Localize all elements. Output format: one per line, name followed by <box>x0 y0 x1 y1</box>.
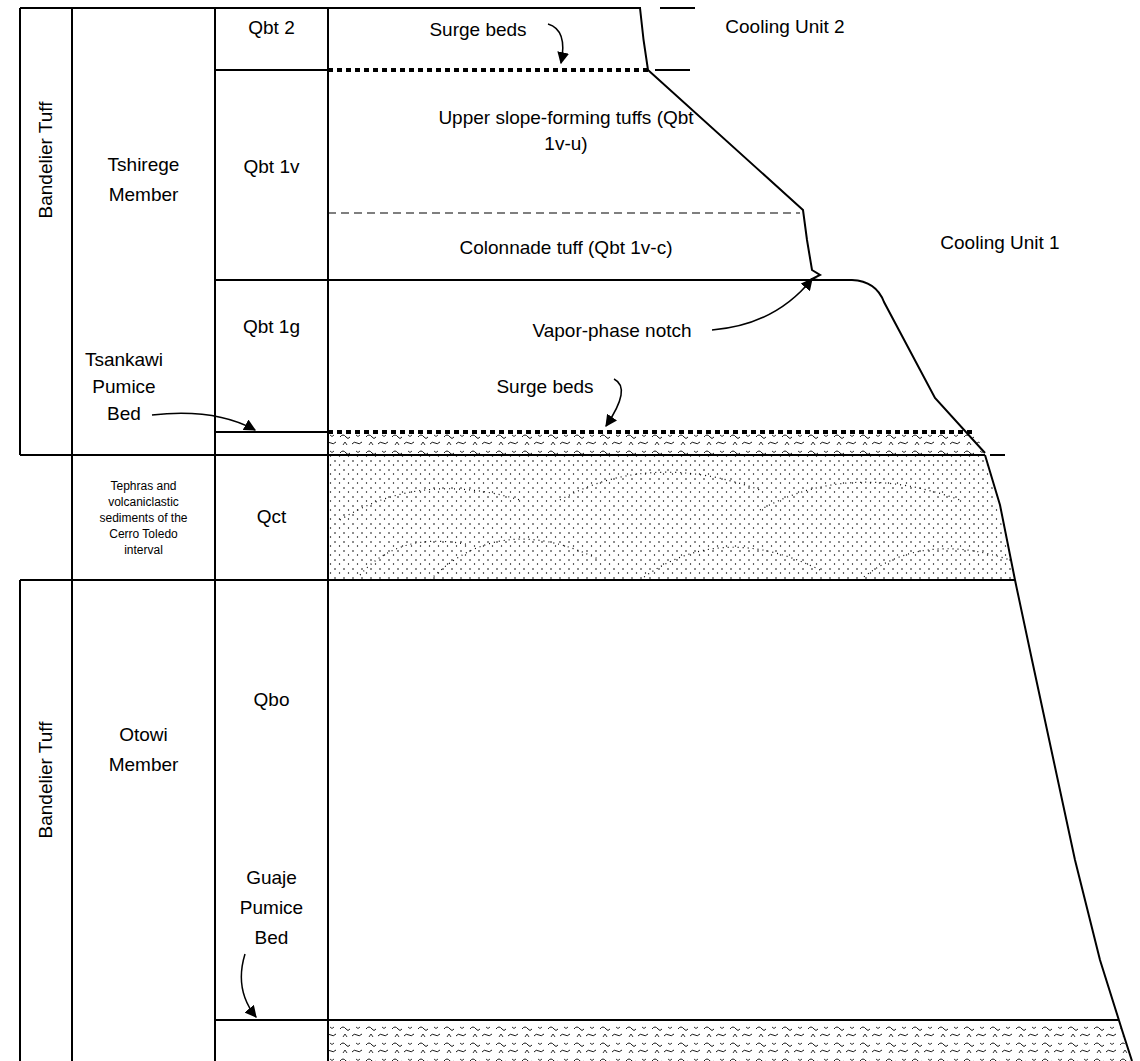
surge-bed-line <box>328 68 648 72</box>
section-label: Cooling Unit 2 <box>725 15 844 39</box>
unit-label: Qct <box>222 505 322 529</box>
unit-label: Qbo <box>222 688 322 712</box>
cross-bedding <box>340 472 1010 580</box>
stratigraphic-cell: Otowi Member <box>72 580 215 1061</box>
section-label: Cooling Unit 1 <box>940 231 1059 255</box>
section-label: Upper slope-forming tuffs (Qbt 1v-u) <box>435 105 697 157</box>
stratigraphic-cell: Qbt 1v <box>215 70 328 280</box>
stratigraphic-cell: QboGuaje Pumice Bed <box>215 580 328 1020</box>
stratigraphic-cell: Tshirege MemberTsankawi Pumice Bed <box>72 8 215 455</box>
stratigraphic-cell: Qbt 2 <box>215 8 328 70</box>
qct-stipple <box>328 455 1015 580</box>
leader-arrow <box>152 24 812 1017</box>
cliff-profile <box>985 455 1132 1061</box>
cliff-profile <box>640 8 985 453</box>
unit-label: Guaje Pumice Bed <box>229 863 315 953</box>
unit-label: Qbt 2 <box>222 16 322 40</box>
unit-label: Tshirege Member <box>89 150 199 210</box>
unit-label: Otowi Member <box>89 720 199 780</box>
section-label: Surge beds <box>429 18 526 42</box>
stratigraphic-cell: Bandelier Tuff <box>20 580 72 1061</box>
stratigraphic-cell: Qbt 1g <box>215 280 328 432</box>
formation-name: Bandelier Tuff <box>34 722 58 839</box>
unit-label: Qbt 1g <box>222 315 322 339</box>
section-label: Colonnade tuff (Qbt 1v-c) <box>460 236 673 260</box>
tsankawi-pumice <box>328 432 985 455</box>
subunit-contact <box>328 212 800 213</box>
section-label: Vapor-phase notch <box>532 319 691 343</box>
stratigraphic-cell: Tephras and volcaniclastic sediments of … <box>72 455 215 580</box>
stratigraphic-cell: Bandelier Tuff <box>20 8 72 455</box>
formation-name: Bandelier Tuff <box>34 102 58 219</box>
surge-bed-line <box>328 430 975 434</box>
unit-label: Tsankawi Pumice Bed <box>74 346 174 427</box>
section-label: Surge beds <box>496 375 593 399</box>
unit-label: Tephras and volcaniclastic sediments of … <box>98 478 190 558</box>
unit-label: Qbt 1v <box>222 155 322 179</box>
column-grid <box>20 8 1118 1061</box>
stratigraphic-cell: Qct <box>215 455 328 580</box>
guaje-pumice <box>328 1020 1130 1061</box>
